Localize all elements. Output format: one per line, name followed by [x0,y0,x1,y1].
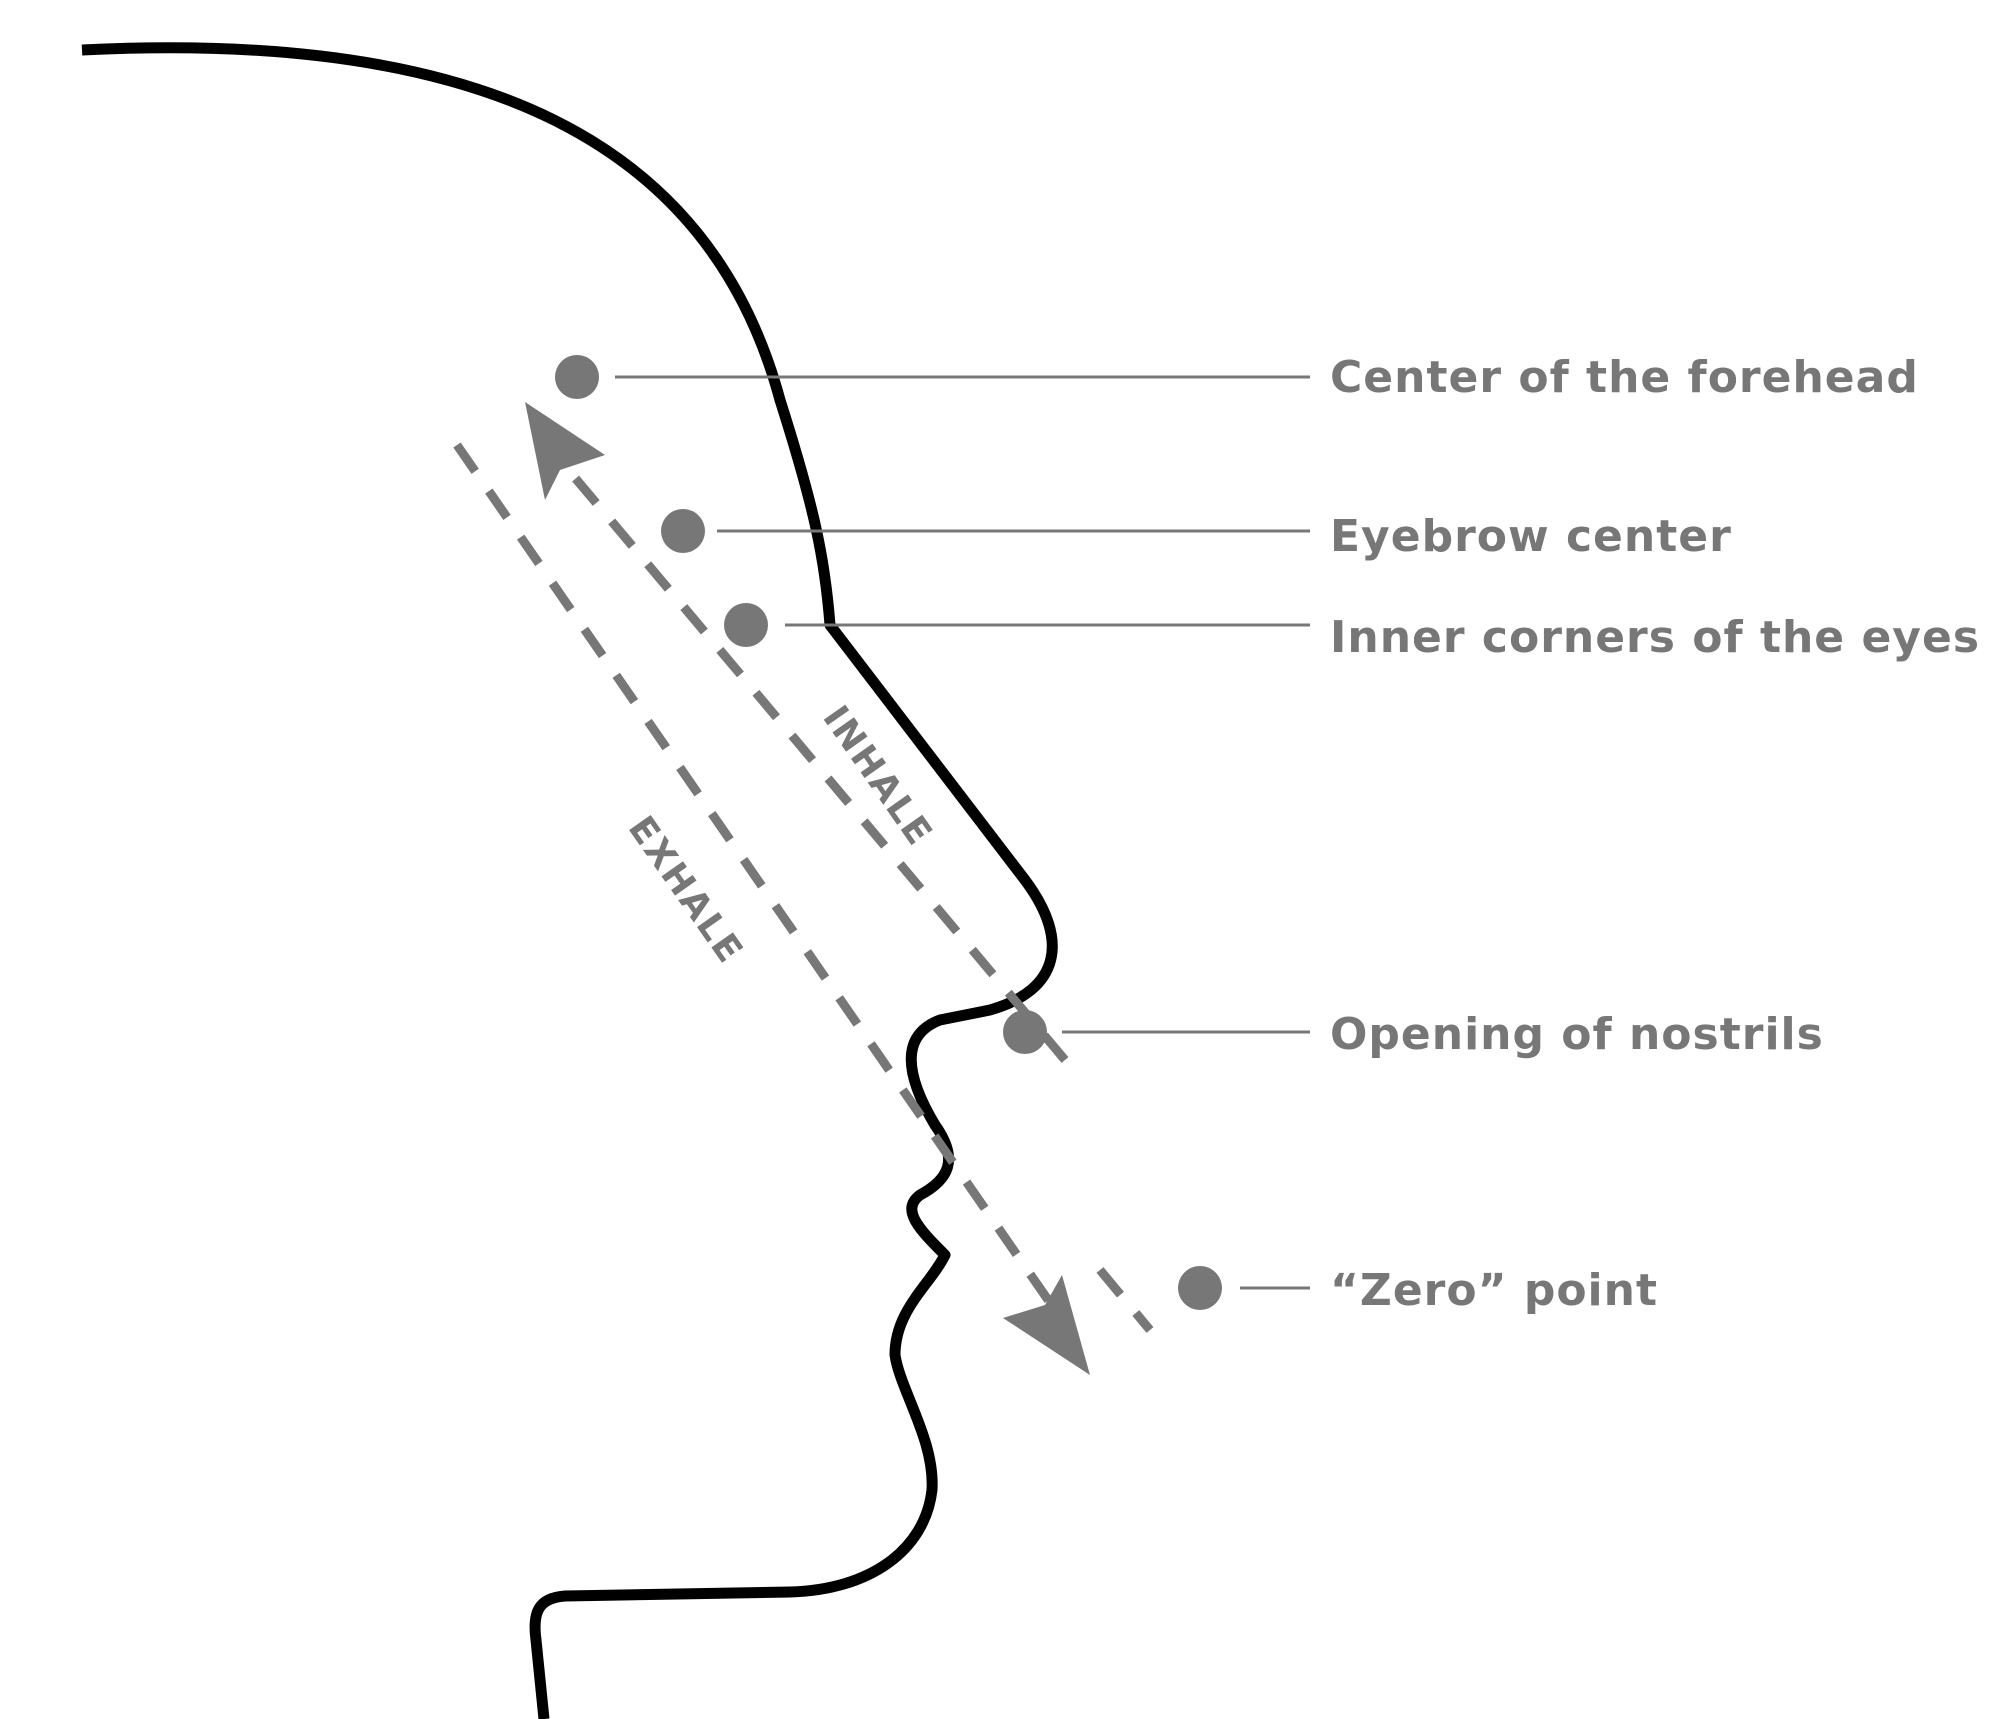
head-profile-outline [81,42,1058,1719]
eyes-point-label: Inner corners of the eyes [1330,612,1980,663]
exhale-dashed-line [453,442,1059,1313]
forehead-point-label: Center of the forehead [1330,352,1919,403]
forehead-point-marker [555,355,599,399]
inhale-arrowhead-icon [525,402,605,500]
nostrils-point-marker [1003,1010,1047,1054]
exhale-label: EXHALE [620,809,751,972]
eyes-point-marker [724,603,768,647]
eyebrow-point-label: Eyebrow center [1330,511,1732,562]
zero-point-marker [1178,1266,1222,1310]
zero-side-dashed-line [1096,1267,1154,1333]
exhale-arrowhead-icon [1003,1275,1090,1375]
inhale-dashed-line [556,457,1069,1063]
nostrils-point-label: Opening of nostrils [1330,1009,1824,1060]
eyebrow-point-marker [661,509,705,553]
zero-point-label: “Zero” point [1330,1265,1658,1316]
